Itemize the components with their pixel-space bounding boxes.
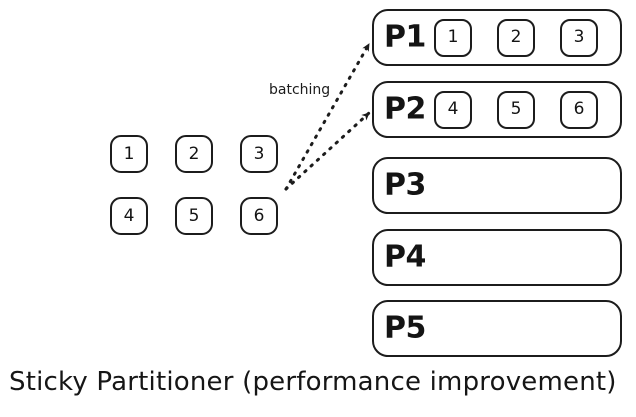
- partition-p1-message-3: 3: [560, 18, 598, 57]
- arrow-path-to-p1: [284, 42, 371, 191]
- partition-p4-label: P4: [384, 238, 426, 274]
- chip-label: 3: [573, 27, 585, 47]
- message-box-label: 3: [253, 143, 265, 164]
- partition-p4: P4: [372, 229, 622, 286]
- message-box-1: 1: [110, 135, 148, 173]
- partition-p1-message-1: 1: [434, 18, 472, 57]
- partition-p2: P2 4 5 6: [372, 81, 622, 138]
- message-box-label: 4: [123, 205, 135, 226]
- chip-label: 6: [573, 99, 585, 119]
- chip-label: 5: [510, 99, 522, 119]
- batching-label: batching: [269, 82, 331, 98]
- message-box-6: 6: [240, 197, 278, 235]
- message-box-5: 5: [175, 197, 213, 235]
- partition-p2-message-5: 5: [497, 90, 535, 129]
- message-box-3: 3: [240, 135, 278, 173]
- message-box-label: 2: [188, 143, 200, 164]
- partition-p5: P5: [372, 300, 622, 357]
- partition-p1-label: P1: [384, 18, 426, 54]
- partition-p1-message-2: 2: [497, 18, 535, 57]
- message-box-2: 2: [175, 135, 213, 173]
- partition-p2-message-6: 6: [560, 90, 598, 129]
- partition-p3-label: P3: [384, 166, 426, 202]
- partition-p2-label: P2: [384, 90, 426, 126]
- message-box-label: 6: [253, 205, 265, 226]
- diagram-caption: Sticky Partitioner (performance improvem…: [9, 367, 617, 397]
- chip-label: 2: [510, 27, 522, 47]
- chip-label: 4: [447, 99, 459, 119]
- chip-label: 1: [447, 27, 459, 47]
- partition-p5-label: P5: [384, 309, 426, 345]
- partition-p1: P1 1 2 3: [372, 9, 622, 66]
- message-box-label: 1: [123, 143, 135, 164]
- arrow-path-to-p2: [284, 111, 371, 191]
- message-box-4: 4: [110, 197, 148, 235]
- partition-p3: P3: [372, 157, 622, 214]
- partition-p2-message-4: 4: [434, 90, 472, 129]
- message-box-label: 5: [188, 205, 200, 226]
